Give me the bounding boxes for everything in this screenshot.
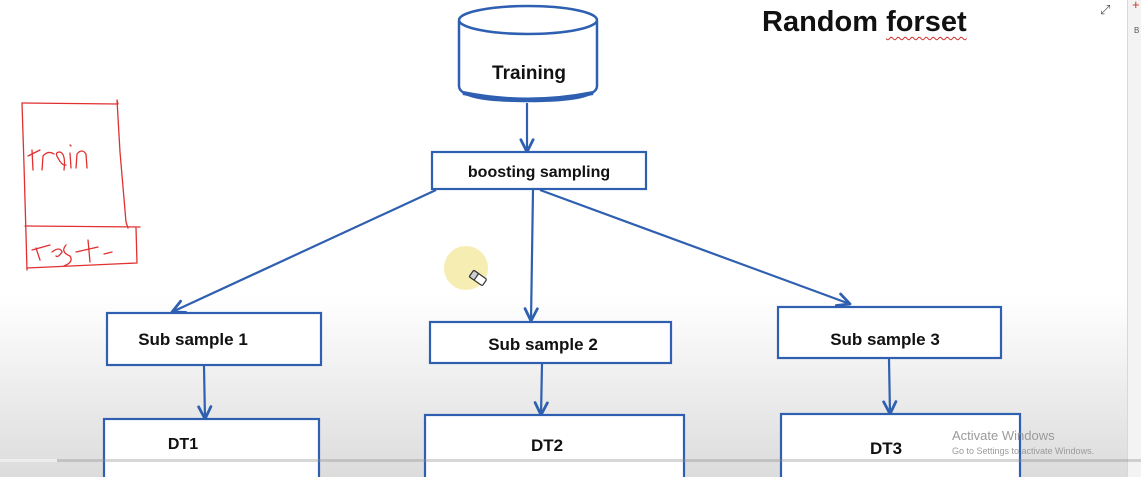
arrow-boosting-to-sub2 xyxy=(523,189,539,323)
cylinder-base-shadow xyxy=(462,91,594,102)
arrow-boosting-to-sub3 xyxy=(539,188,852,307)
sketch-outline xyxy=(21,99,129,229)
sub-sample-3-label: Sub sample 3 xyxy=(830,330,940,349)
side-panel-strip: + B xyxy=(1127,0,1141,477)
dt1-label: DT1 xyxy=(168,436,198,453)
sub-sample-3-node: Sub sample 3 xyxy=(776,305,1003,360)
sketch-left-edge xyxy=(21,102,28,271)
arrow-sub2-to-dt2 xyxy=(533,363,549,417)
dt2-node: DT2 xyxy=(423,413,686,477)
arrow-boosting-to-sub1 xyxy=(170,189,437,314)
watermark-title: Activate Windows xyxy=(952,428,1055,443)
sketch-divider xyxy=(24,225,141,228)
eraser-cursor-icon xyxy=(444,246,488,290)
title-word-random: Random xyxy=(762,6,878,38)
video-progress-fill xyxy=(0,459,58,462)
boosting-sampling-node: boosting sampling xyxy=(430,150,648,191)
plus-icon[interactable]: + xyxy=(1132,0,1140,12)
activate-windows-watermark: Activate Windows Go to Settings to activ… xyxy=(952,428,1094,456)
title-word-forset: forset xyxy=(886,6,967,38)
sketch-word-test xyxy=(31,239,113,267)
training-label: Training xyxy=(492,63,566,84)
sketch-word-train xyxy=(27,144,88,171)
expand-icon[interactable]: ⤢ xyxy=(1100,2,1111,17)
sub-sample-2-label: Sub sample 2 xyxy=(488,335,598,354)
arrow-sub3-to-dt3 xyxy=(882,358,898,416)
connector-arrows xyxy=(170,103,898,421)
watermark-subtitle: Go to Settings to activate Windows. xyxy=(952,446,1095,456)
training-database-node: Training xyxy=(457,4,599,103)
slide-title: Random forset xyxy=(762,6,967,39)
sub-sample-1-label: Sub sample 1 xyxy=(138,330,248,349)
handwritten-train-test-sketch xyxy=(21,99,141,271)
dt3-label: DT3 xyxy=(870,439,902,458)
arrow-sub1-to-dt1 xyxy=(197,365,213,421)
sub-sample-2-node: Sub sample 2 xyxy=(428,320,673,365)
sketch-bottom xyxy=(26,227,138,269)
side-panel-tab[interactable]: B xyxy=(1134,26,1140,35)
cylinder-top xyxy=(457,4,599,36)
sub-sample-1-node: Sub sample 1 xyxy=(105,311,323,367)
dt3-node: DT3 xyxy=(779,412,1022,477)
boosting-sampling-label: boosting sampling xyxy=(468,164,610,181)
dt2-label: DT2 xyxy=(531,436,563,455)
video-progress-bar[interactable] xyxy=(0,459,1141,462)
dt1-node: DT1 xyxy=(102,417,321,477)
